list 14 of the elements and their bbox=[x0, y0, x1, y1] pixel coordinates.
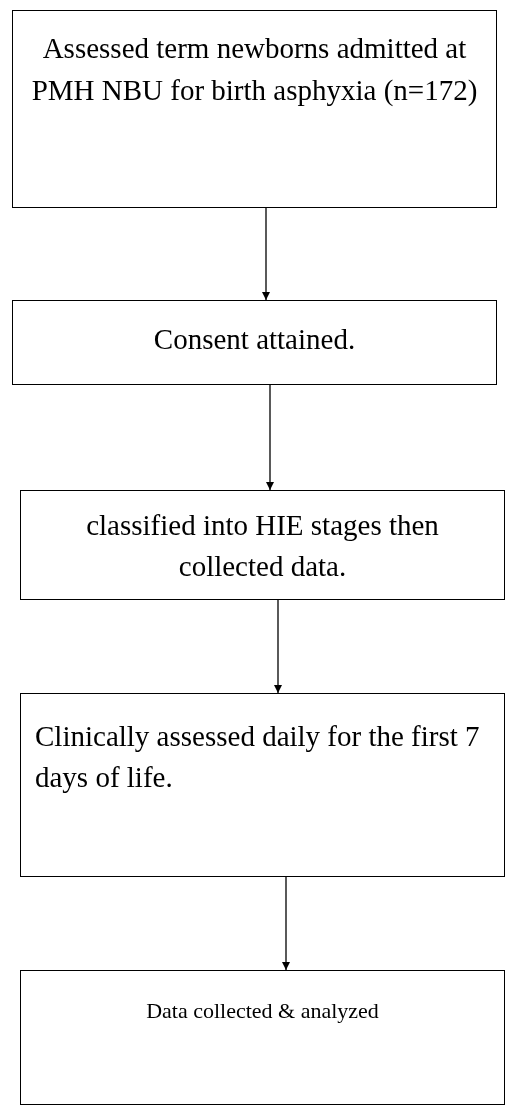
process-box bbox=[12, 10, 497, 208]
process-box bbox=[12, 300, 497, 385]
box-text: Consent attained. bbox=[152, 322, 357, 357]
box-text: Assessed term newborns admitted at PMH NBU for birth asphyxia (n=172) bbox=[30, 31, 479, 109]
arrow bbox=[266, 384, 274, 491]
process-box bbox=[20, 970, 505, 1105]
process-box bbox=[20, 490, 505, 600]
box-text: classified into HIE stages then collected data. bbox=[85, 508, 440, 584]
arrow bbox=[262, 207, 270, 301]
arrow bbox=[282, 876, 290, 971]
process-box bbox=[20, 693, 505, 877]
box-text: Data collected & analyzed bbox=[145, 997, 380, 1025]
box-text: Clinically assessed daily for the first 7 days of life. bbox=[35, 719, 481, 795]
arrow bbox=[274, 599, 282, 694]
